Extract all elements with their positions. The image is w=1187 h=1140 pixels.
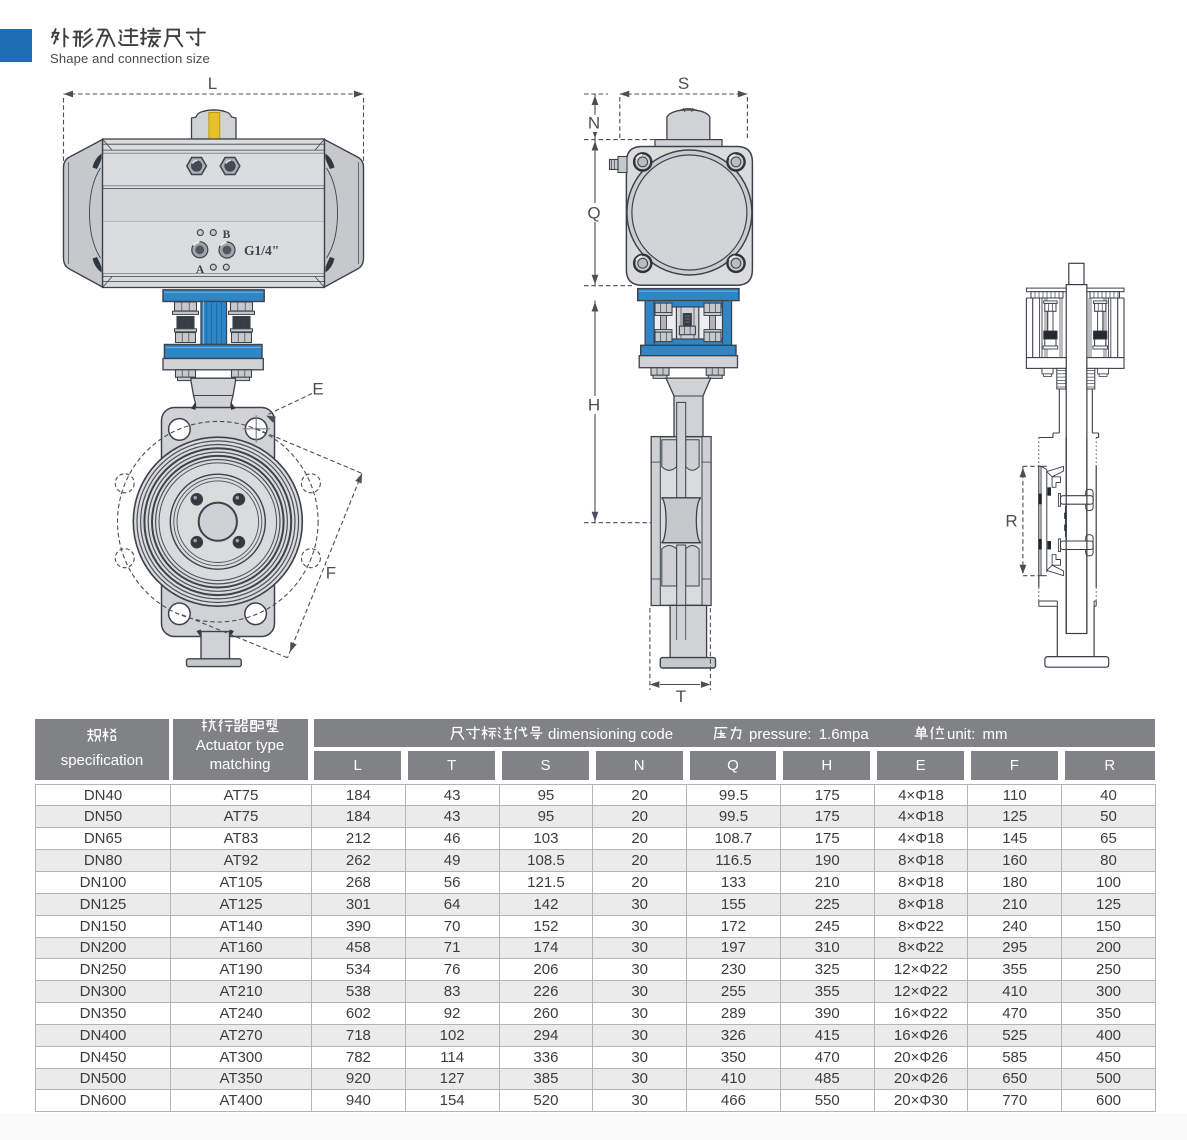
svg-text:H: H bbox=[588, 396, 600, 415]
svg-text:G1/4": G1/4" bbox=[244, 243, 279, 258]
svg-text:A: A bbox=[196, 264, 205, 276]
svg-text:N: N bbox=[588, 114, 600, 133]
svg-text:B: B bbox=[223, 229, 231, 241]
svg-text:R: R bbox=[1005, 512, 1017, 531]
svg-text:L: L bbox=[208, 74, 217, 93]
svg-text:S: S bbox=[678, 74, 689, 93]
svg-text:Q: Q bbox=[587, 204, 600, 223]
svg-text:T: T bbox=[676, 687, 686, 706]
svg-text:F: F bbox=[326, 564, 336, 583]
svg-text:E: E bbox=[312, 380, 323, 399]
